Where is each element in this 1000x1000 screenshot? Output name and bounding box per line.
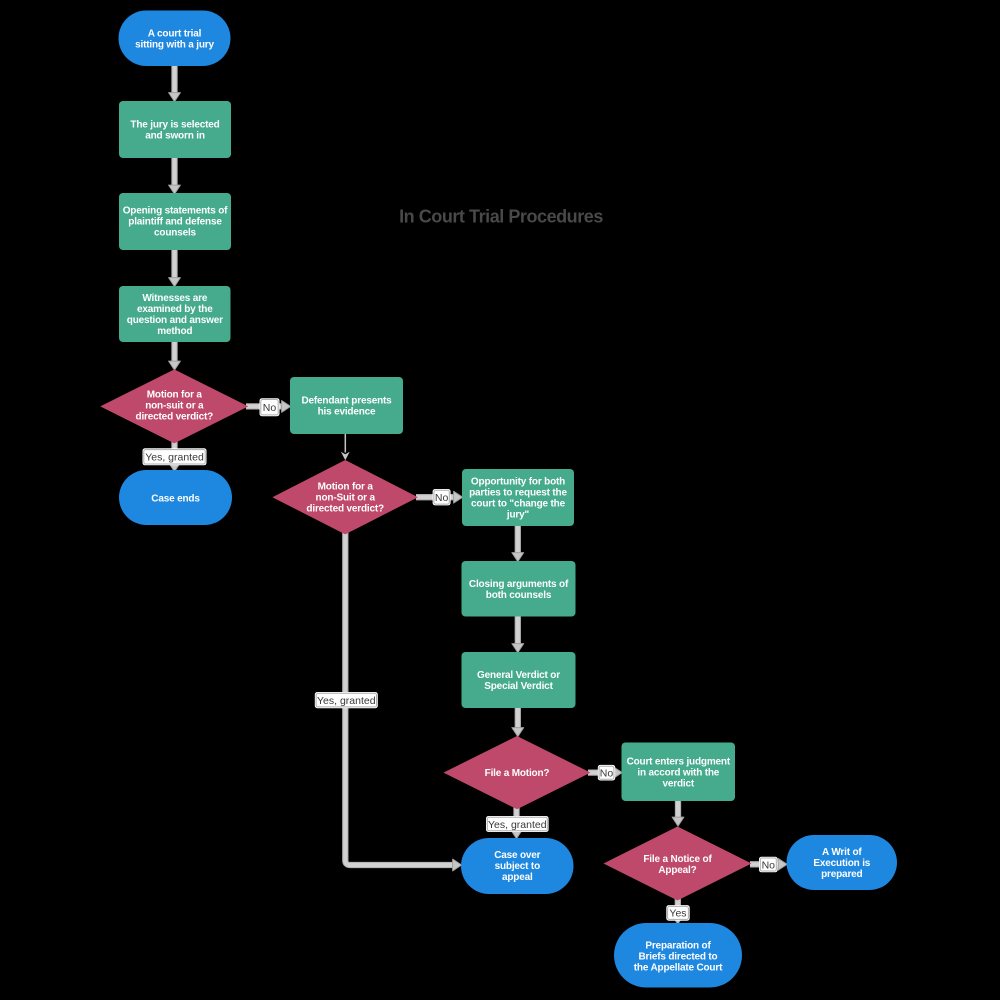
svg-text:sitting with a jury: sitting with a jury bbox=[135, 39, 214, 50]
svg-text:A court trial: A court trial bbox=[148, 28, 202, 39]
svg-text:Yes, granted: Yes, granted bbox=[488, 819, 547, 831]
svg-text:his evidence: his evidence bbox=[318, 407, 376, 418]
svg-text:Briefs directed to: Briefs directed to bbox=[638, 952, 717, 963]
svg-text:Execution is: Execution is bbox=[813, 858, 870, 869]
svg-text:question and answer: question and answer bbox=[127, 315, 223, 326]
svg-text:No: No bbox=[263, 402, 277, 414]
svg-text:examined by the: examined by the bbox=[137, 304, 213, 315]
svg-text:Opening statements of: Opening statements of bbox=[123, 206, 228, 217]
svg-text:directed verdict?: directed verdict? bbox=[136, 412, 214, 423]
svg-text:counsels: counsels bbox=[154, 228, 197, 239]
svg-text:Defendant presents: Defendant presents bbox=[301, 396, 392, 407]
svg-text:Motion for a: Motion for a bbox=[318, 481, 374, 492]
svg-text:No: No bbox=[762, 859, 776, 871]
svg-text:No: No bbox=[600, 768, 614, 780]
svg-text:Opportunity for both: Opportunity for both bbox=[471, 477, 565, 488]
svg-text:directed verdict?: directed verdict? bbox=[306, 503, 384, 514]
svg-text:Closing arguments of: Closing arguments of bbox=[469, 579, 569, 590]
svg-text:both counsels: both counsels bbox=[486, 590, 552, 601]
svg-text:court to "change the: court to "change the bbox=[471, 499, 566, 510]
svg-text:The jury is selected: The jury is selected bbox=[130, 120, 219, 131]
svg-text:Appeal?: Appeal? bbox=[658, 865, 696, 876]
svg-text:General Verdict or: General Verdict or bbox=[477, 670, 560, 681]
svg-text:non-Suit or a: non-Suit or a bbox=[316, 492, 376, 503]
svg-text:non-suit or a: non-suit or a bbox=[145, 401, 204, 412]
svg-text:and sworn in: and sworn in bbox=[145, 131, 205, 142]
svg-text:In Court Trial Procedures: In Court Trial Procedures bbox=[399, 207, 603, 227]
svg-text:File a Notice of: File a Notice of bbox=[643, 854, 712, 865]
svg-text:the Appellate Court: the Appellate Court bbox=[634, 963, 723, 974]
svg-text:prepared: prepared bbox=[821, 869, 862, 880]
svg-text:appeal: appeal bbox=[502, 872, 533, 883]
svg-text:Court enters judgment: Court enters judgment bbox=[627, 756, 731, 767]
svg-text:jury": jury" bbox=[506, 510, 530, 521]
svg-text:verdict: verdict bbox=[663, 778, 695, 789]
svg-text:Yes, granted: Yes, granted bbox=[145, 452, 204, 464]
svg-text:Witnesses are: Witnesses are bbox=[142, 293, 207, 304]
svg-text:A Writ of: A Writ of bbox=[822, 847, 862, 858]
svg-text:method: method bbox=[157, 326, 192, 337]
svg-text:No: No bbox=[435, 492, 449, 504]
svg-text:subject to: subject to bbox=[495, 861, 540, 872]
svg-text:Case ends: Case ends bbox=[151, 493, 200, 504]
svg-text:in accord with the: in accord with the bbox=[637, 767, 719, 778]
svg-text:Case over: Case over bbox=[494, 850, 540, 861]
svg-text:Yes, granted: Yes, granted bbox=[317, 695, 376, 707]
svg-text:Preparation of: Preparation of bbox=[645, 941, 711, 952]
svg-text:Special Verdict: Special Verdict bbox=[484, 681, 553, 692]
svg-text:parties to request the: parties to request the bbox=[469, 488, 567, 499]
svg-text:File a Motion?: File a Motion? bbox=[485, 768, 550, 779]
svg-text:Motion for a: Motion for a bbox=[147, 390, 203, 401]
svg-text:Yes: Yes bbox=[669, 908, 686, 920]
svg-text:plaintiff and defense: plaintiff and defense bbox=[128, 217, 222, 228]
